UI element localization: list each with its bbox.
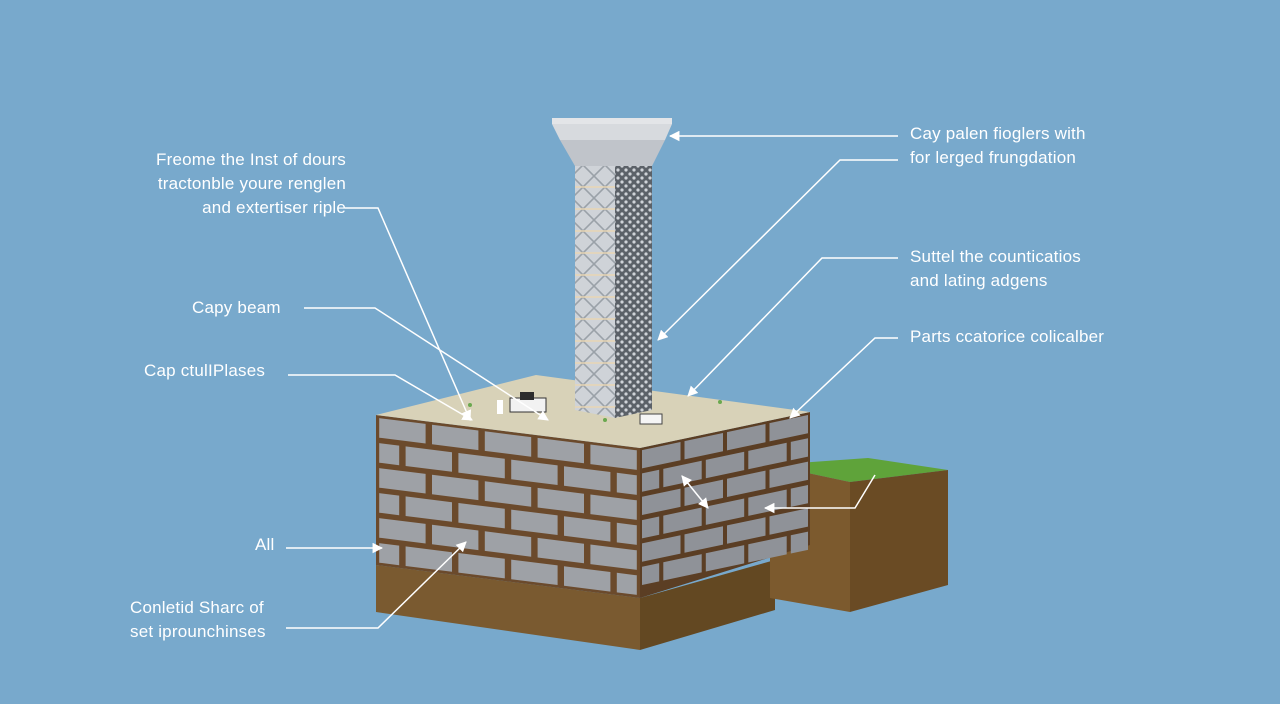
brick — [791, 438, 808, 460]
brick — [617, 523, 637, 545]
label-capy-beam: Capy beam — [192, 296, 281, 320]
arrow-icon — [790, 338, 898, 418]
arrow-icon — [658, 160, 898, 340]
brick — [379, 493, 399, 515]
brick — [617, 573, 637, 595]
brick — [791, 485, 808, 507]
brick — [642, 563, 659, 585]
arrow-icon — [345, 208, 470, 420]
brick — [642, 470, 659, 492]
brick — [791, 532, 808, 554]
label-mid-right: Suttel the counticatios and lating adgen… — [910, 245, 1081, 293]
brick — [379, 443, 399, 465]
brick — [379, 543, 399, 565]
label-top-left: Freome the Inst of dours tractonble your… — [156, 148, 346, 220]
label-cap-stull: Cap ctulIPlases — [144, 359, 265, 383]
brick — [642, 517, 659, 539]
label-all: All — [255, 533, 275, 557]
column-icon — [552, 118, 672, 418]
label-top-right: Cay palen fioglers with for lerged frung… — [910, 122, 1086, 170]
label-bottom-left: Conletid Sharc of set iprounchinses — [130, 596, 266, 644]
label-parts: Parts ccatorice colicalber — [910, 325, 1104, 349]
brick — [617, 473, 637, 495]
